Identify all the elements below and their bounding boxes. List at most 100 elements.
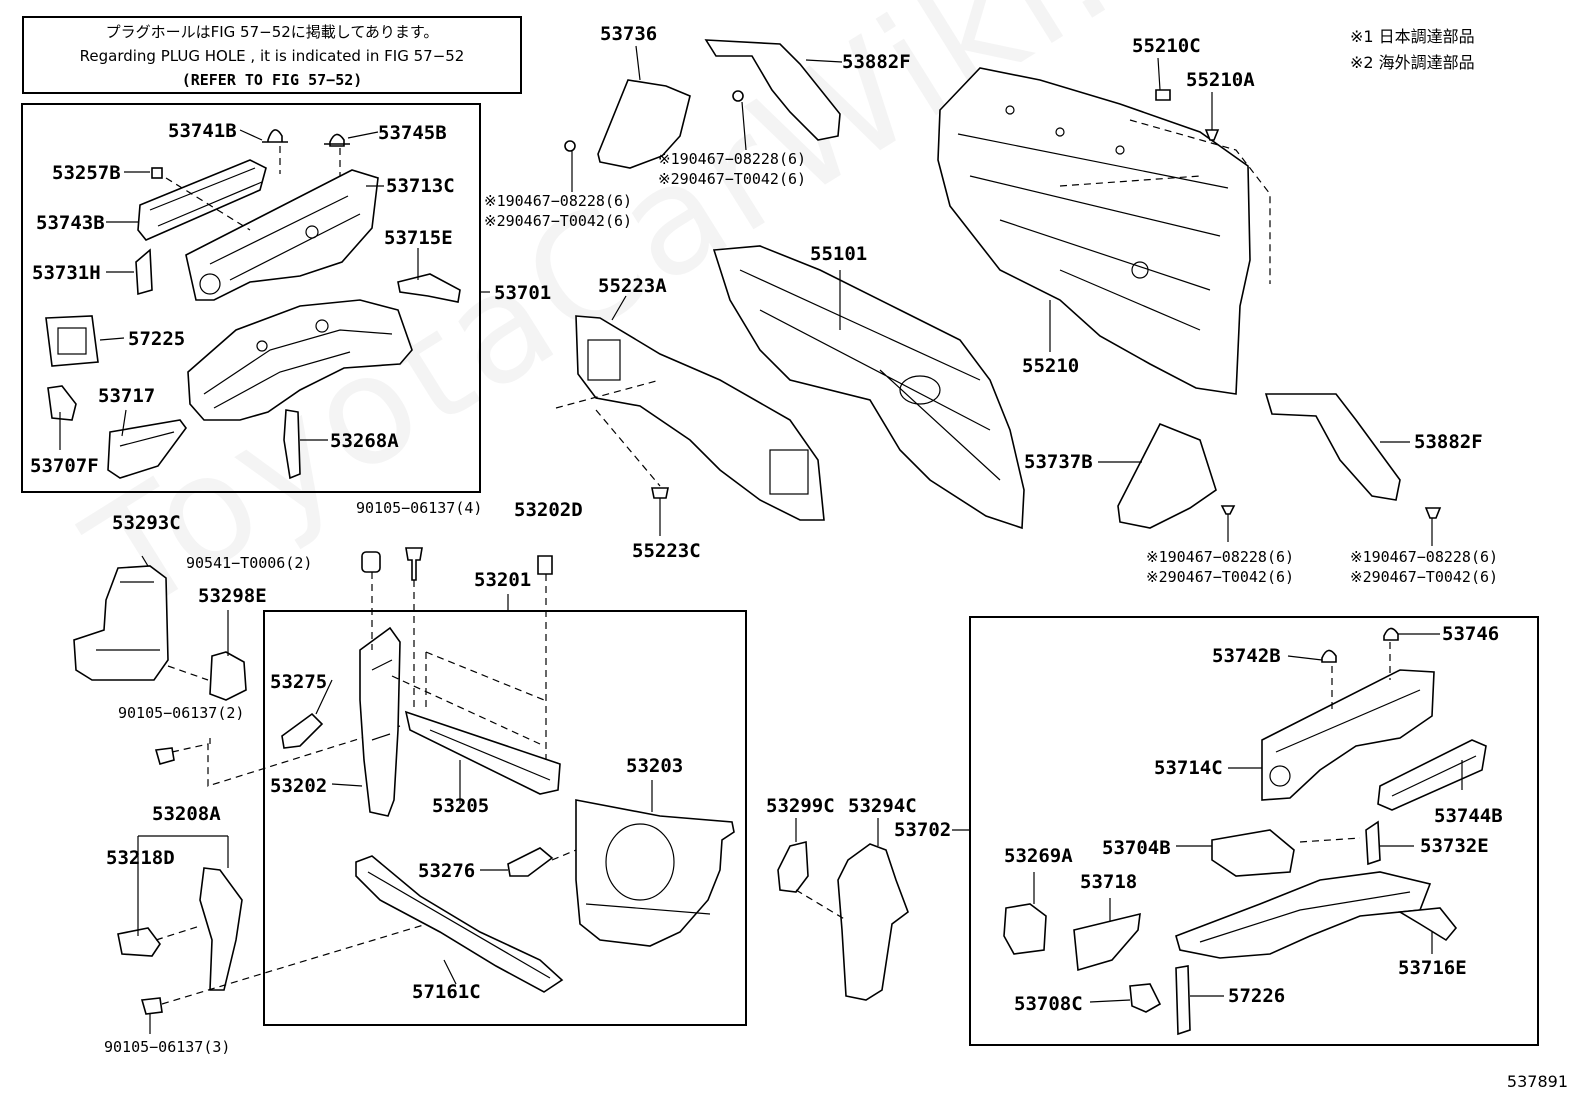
part-53202D-nut[interactable] <box>537 555 553 575</box>
part-53882F-top[interactable] <box>704 39 841 141</box>
part-90105-bolt-3[interactable] <box>140 997 163 1015</box>
group-box-53701 <box>21 103 481 493</box>
label-53202: 53202 <box>270 775 327 797</box>
part-53714C-apron[interactable] <box>1261 669 1435 801</box>
label-53294C: 53294C <box>848 795 917 817</box>
part-57225[interactable] <box>45 315 99 367</box>
label-53293C: 53293C <box>112 512 181 534</box>
part-53275[interactable] <box>281 712 324 749</box>
part-53202-support[interactable] <box>359 626 401 817</box>
label-clip-top-left-1: ※190467−08228(6) <box>484 192 632 210</box>
part-90105-bolt-4[interactable] <box>405 547 423 581</box>
group-box-53702 <box>969 616 1539 1046</box>
label-53702: 53702 <box>894 819 951 841</box>
part-53276[interactable] <box>507 847 554 877</box>
label-53745B: 53745B <box>378 122 447 144</box>
label-53715E: 53715E <box>384 227 453 249</box>
label-53742B: 53742B <box>1212 645 1281 667</box>
group-box-53201 <box>263 610 747 1026</box>
notice-line-ref: (REFER TO FIG 57−52) <box>181 71 363 89</box>
label-53882F-right: 53882F <box>1414 431 1483 453</box>
label-53268A: 53268A <box>330 430 399 452</box>
label-53257B: 53257B <box>52 162 121 184</box>
label-53205: 53205 <box>432 795 489 817</box>
label-53298E: 53298E <box>198 585 267 607</box>
part-57226[interactable] <box>1175 965 1191 1036</box>
part-55223A-panel[interactable] <box>575 315 825 521</box>
label-90105-2: 90105−06137(2) <box>118 704 244 722</box>
label-57161C: 57161C <box>412 981 481 1003</box>
label-53203: 53203 <box>626 755 683 777</box>
label-53276: 53276 <box>418 860 475 882</box>
part-57161C-crossmember[interactable] <box>355 855 564 993</box>
part-clip-right-a[interactable] <box>1220 505 1236 515</box>
part-53203-support-assy[interactable] <box>575 799 735 947</box>
part-53704B[interactable] <box>1211 829 1295 877</box>
figure-number: 537891 <box>1506 1072 1568 1091</box>
part-53741B-clip[interactable] <box>262 129 288 143</box>
part-53257B[interactable] <box>151 167 163 179</box>
part-53718[interactable] <box>1073 912 1141 972</box>
part-53737B-silencer[interactable] <box>1117 422 1217 529</box>
part-90541-grommet[interactable] <box>361 551 381 573</box>
part-53731H[interactable] <box>135 248 153 296</box>
part-55210A-clip[interactable] <box>1204 129 1220 141</box>
label-53716E: 53716E <box>1398 957 1467 979</box>
part-53708C[interactable] <box>1129 983 1162 1013</box>
part-clip-top-mid[interactable] <box>732 90 744 102</box>
part-55223C-clip[interactable] <box>651 487 669 499</box>
label-53731H: 53731H <box>32 262 101 284</box>
part-53736-silencer[interactable] <box>597 79 691 169</box>
label-53882F-top: 53882F <box>842 51 911 73</box>
label-55210: 55210 <box>1022 355 1079 377</box>
part-53707F[interactable] <box>47 385 77 421</box>
label-53708C: 53708C <box>1014 993 1083 1015</box>
label-53202D: 53202D <box>514 499 583 521</box>
part-53293C-duct[interactable] <box>73 565 169 681</box>
part-53299C[interactable] <box>777 840 809 893</box>
part-clip-top-left[interactable] <box>564 140 576 152</box>
label-clip-right-b-2: ※290467−T0042(6) <box>1350 568 1498 586</box>
part-53716E[interactable] <box>1397 907 1458 942</box>
part-53269A[interactable] <box>1003 903 1047 955</box>
part-53742B-clip[interactable] <box>1321 649 1337 663</box>
label-53717: 53717 <box>98 385 155 407</box>
label-53737B: 53737B <box>1024 451 1093 473</box>
part-clip-right-b[interactable] <box>1424 507 1442 519</box>
plug-hole-notice: プラグホールはFIG 57−52に掲載してあります。 Regarding PLU… <box>22 16 522 94</box>
part-53744B-rail[interactable] <box>1377 739 1487 811</box>
label-55223C: 55223C <box>632 540 701 562</box>
part-55101-dash-panel[interactable] <box>712 245 1025 530</box>
part-53713C-apron[interactable] <box>185 169 379 301</box>
label-53746: 53746 <box>1442 623 1499 645</box>
part-53268A[interactable] <box>283 409 301 480</box>
label-53299C: 53299C <box>766 795 835 817</box>
part-53205-upper-support[interactable] <box>404 710 561 795</box>
part-53717[interactable] <box>107 419 187 479</box>
part-55210C-clip[interactable] <box>1155 89 1171 101</box>
part-53715E[interactable] <box>397 273 461 303</box>
label-53741B: 53741B <box>168 120 237 142</box>
part-53298E[interactable] <box>209 651 247 701</box>
part-90105-bolt-2[interactable] <box>154 747 175 765</box>
part-53745B-clip[interactable] <box>324 133 350 147</box>
label-55101: 55101 <box>810 243 867 265</box>
label-57226: 57226 <box>1228 985 1285 1007</box>
label-53743B: 53743B <box>36 212 105 234</box>
part-53208A-brace[interactable] <box>199 867 243 991</box>
label-53269A: 53269A <box>1004 845 1073 867</box>
label-53744B: 53744B <box>1434 805 1503 827</box>
part-53732E[interactable] <box>1365 820 1381 866</box>
label-53208A: 53208A <box>152 803 221 825</box>
part-53746-clip[interactable] <box>1383 627 1399 641</box>
part-55210-insulator[interactable] <box>937 67 1251 395</box>
label-clip-top-left-2: ※290467−T0042(6) <box>484 212 632 230</box>
notice-line-jp: プラグホールはFIG 57−52に掲載してあります。 <box>105 23 439 41</box>
part-wheelhouse-rh[interactable] <box>1175 871 1432 959</box>
part-wheelhouse-main[interactable] <box>187 299 413 421</box>
label-53718: 53718 <box>1080 871 1137 893</box>
part-53218D[interactable] <box>117 927 161 957</box>
part-53294C[interactable] <box>837 843 909 1001</box>
part-53882F-right[interactable] <box>1264 393 1401 501</box>
